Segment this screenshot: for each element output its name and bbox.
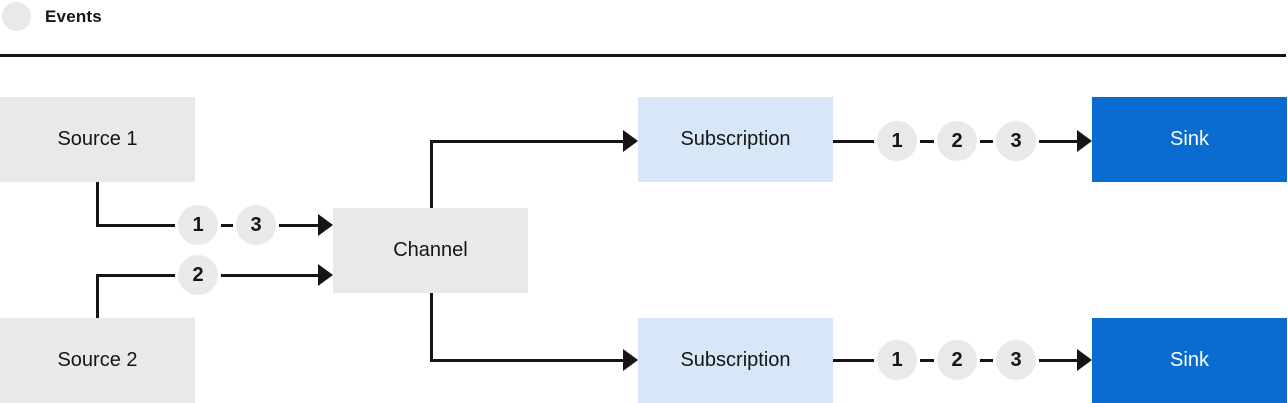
node-sink-2: Sink [1092,318,1287,403]
node-sink-1: Sink [1092,97,1287,182]
edge-source1-drop [96,182,99,227]
node-subscription-1: Subscription [638,97,833,182]
event-marker: 1 [874,337,920,383]
event-marker: 2 [934,337,980,383]
event-marker: 3 [233,202,279,248]
edge-channel-rise [430,140,433,208]
events-legend-dot-icon [2,2,31,31]
arrowhead-right-icon [623,130,638,152]
arrowhead-right-icon [1077,130,1092,152]
edge-channel-to-subscription2 [430,359,623,362]
event-marker: 2 [175,252,221,298]
arrowhead-right-icon [623,349,638,371]
arrowhead-right-icon [318,264,333,286]
event-marker: 2 [934,118,980,164]
node-subscription-2: Subscription [638,318,833,403]
events-legend-label: Events [45,7,102,26]
edge-channel-to-subscription1 [430,140,623,143]
event-marker: 1 [175,202,221,248]
arrowhead-right-icon [318,214,333,236]
legend-divider [0,54,1286,57]
arrowhead-right-icon [1077,349,1092,371]
event-marker: 1 [874,118,920,164]
node-source-1: Source 1 [0,97,195,182]
node-source-2: Source 2 [0,318,195,403]
edge-source2-rise [96,274,99,318]
event-marker: 3 [993,337,1039,383]
node-channel: Channel [333,208,528,293]
event-marker: 3 [993,118,1039,164]
edge-channel-drop [430,293,433,362]
